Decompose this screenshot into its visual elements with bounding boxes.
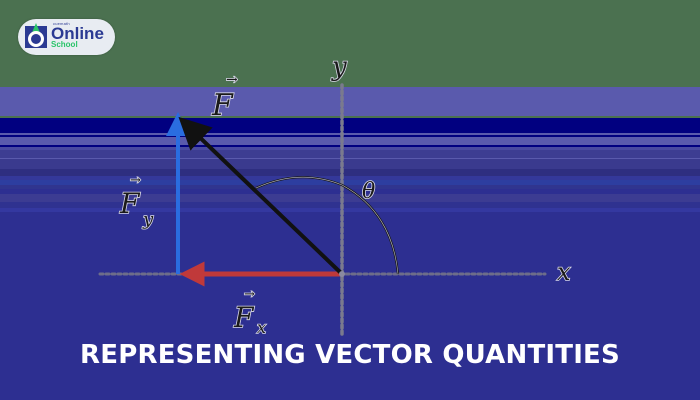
background-band (0, 185, 700, 189)
background-band (0, 145, 700, 147)
svg-text:→: → (244, 287, 255, 302)
background-band (0, 133, 700, 135)
label-theta: θ (362, 179, 375, 204)
logo-drop-icon (25, 23, 47, 48)
background-band (0, 0, 700, 87)
svg-text:x: x (257, 318, 266, 337)
svg-text:F: F (211, 88, 234, 123)
logo-brand-online: Online (51, 24, 104, 43)
label-fx: F → x (232, 286, 267, 338)
svg-text:F: F (233, 301, 255, 334)
background-band (0, 87, 700, 116)
background-band (0, 135, 700, 137)
online-school-logo[interactable]: cuemath Online School (18, 19, 115, 55)
svg-text:→: → (226, 72, 238, 88)
page-title: REPRESENTING VECTOR QUANTITIES (80, 340, 620, 370)
background-band (0, 176, 700, 180)
background-band (0, 202, 700, 208)
background-band (0, 212, 700, 400)
label-fy: F → y (118, 172, 155, 231)
label-f: F → (210, 71, 239, 124)
logo-brand-school: School (51, 40, 78, 49)
label-y-axis: y (331, 52, 347, 82)
background-band (0, 150, 700, 158)
svg-text:y: y (142, 209, 154, 230)
background-band (0, 137, 700, 145)
logo-tagline: cuemath (53, 21, 70, 26)
background-band (0, 158, 700, 159)
background-band (0, 116, 700, 118)
background-band (0, 208, 700, 212)
label-x-axis: x (557, 258, 571, 286)
background-band (0, 169, 700, 176)
svg-text:F: F (119, 187, 141, 220)
background-band (0, 194, 700, 202)
background-band (0, 159, 700, 169)
vector-f (178, 116, 344, 276)
background-band (0, 147, 700, 150)
background-band (0, 180, 700, 185)
svg-text:→: → (130, 173, 141, 188)
background-band (0, 189, 700, 194)
